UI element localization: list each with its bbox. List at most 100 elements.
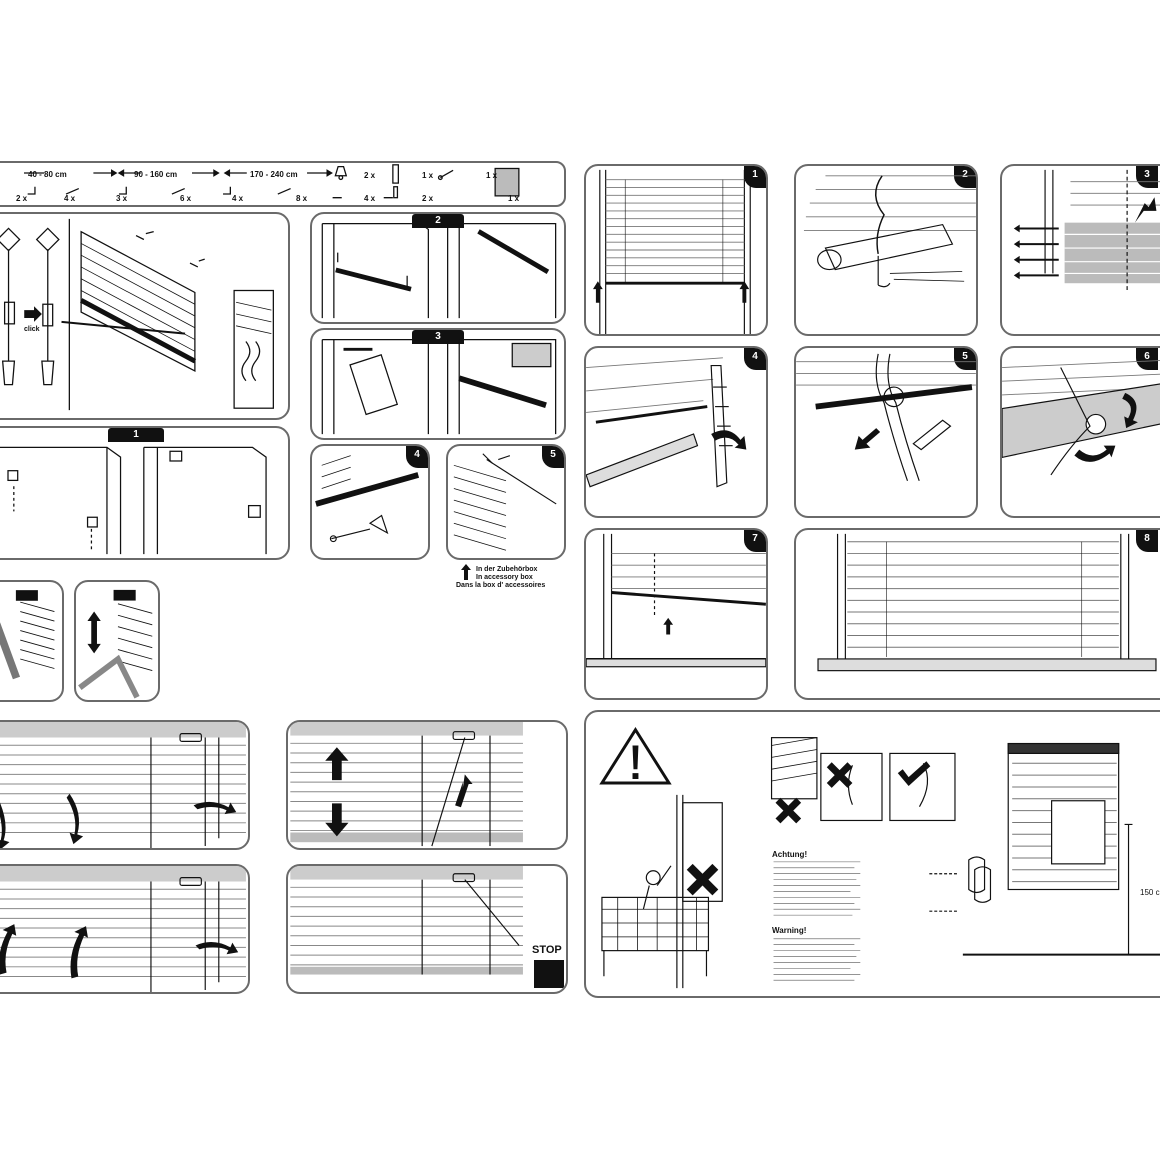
parts-icons <box>24 164 520 199</box>
tilt-close-panel <box>0 864 250 994</box>
step-4-tab: 4 <box>406 446 428 468</box>
r-step-2-illustration <box>803 175 976 288</box>
up-arrow-icon-left <box>592 281 603 303</box>
up-down-arrow-icon <box>87 611 101 654</box>
profile-wrong-illustration <box>0 590 55 680</box>
count-r2-6: 8 x <box>296 194 308 203</box>
r-step-8-illustration <box>817 533 1157 672</box>
step-4-mount-panel: 4 <box>310 444 430 560</box>
curved-arrow-icon-right-2 <box>195 942 239 955</box>
down-arrow-icon-large <box>325 803 349 837</box>
warning-triangle-icon <box>599 726 672 785</box>
tilt-open-panel <box>0 720 250 850</box>
r-step-4-panel: 4 <box>584 346 768 518</box>
warning-heading-en: Warning! <box>772 926 807 935</box>
profile-panel-right <box>74 580 160 702</box>
count-r2-2: 4 x <box>64 194 76 203</box>
cross-icon-box <box>826 762 853 788</box>
r-step-5-panel: 5 <box>794 346 978 518</box>
rotate-arrow-icon-2 <box>1074 445 1116 462</box>
profile-right-illustration <box>78 589 153 699</box>
r-step-7-illustration <box>586 533 766 668</box>
count-r2-8: 2 x <box>422 194 434 203</box>
curved-arrow-icon-step4 <box>711 430 747 450</box>
left-arrow-icon-1 <box>1013 224 1059 233</box>
step-3-tab: 3 <box>412 330 464 344</box>
rotate-arrow-icon-1 <box>1122 392 1138 429</box>
step-5-wand-illustration <box>453 453 557 551</box>
r-step-6-tab: 6 <box>1136 348 1158 370</box>
r-step-3-panel: 3 <box>1000 164 1160 336</box>
box-note-de: In der Zubehörbox <box>476 566 538 573</box>
up-arrow-icon-right <box>739 281 750 303</box>
step-1-tab: 1 <box>108 428 164 442</box>
r-step-7-tab: 7 <box>744 530 766 552</box>
up-right-arrow-icon <box>1134 197 1157 223</box>
stop-illustration <box>290 866 523 975</box>
size-range-medium: 90 - 160 cm <box>134 170 178 179</box>
r-step-1-panel: 1 <box>584 164 768 336</box>
left-arrow-icon-4 <box>1013 271 1059 280</box>
curved-arrow-icon-mid <box>66 793 84 845</box>
count-r2-7: 4 x <box>364 194 376 203</box>
count-r2-4: 6 x <box>180 194 192 203</box>
height-label: 150 c <box>1140 888 1160 897</box>
step-3-panel: 3 <box>310 328 566 440</box>
curved-up-arrow-icon-mid <box>70 926 88 979</box>
up-arrow-icon-step7 <box>663 617 674 635</box>
curved-up-arrow-icon-left <box>0 924 17 975</box>
step-5-tab: 5 <box>542 446 564 468</box>
r-step-1-tab: 1 <box>744 166 766 188</box>
left-arrow-icon-3 <box>1013 255 1059 264</box>
size-range-large: 170 - 240 cm <box>250 170 298 179</box>
count-wand: 1 x <box>486 171 498 180</box>
stop-square <box>534 960 564 988</box>
count-r2-1: 2 x <box>16 194 28 203</box>
r-step-5-illustration <box>796 353 976 482</box>
down-left-arrow-icon <box>854 428 881 450</box>
cross-icon-cord <box>775 797 802 824</box>
step-5-wand-panel: 5 <box>446 444 566 560</box>
r-step-6-illustration <box>1002 360 1160 476</box>
raise-lower-panel <box>286 720 568 850</box>
r-step-1-illustration <box>592 169 751 334</box>
stop-label: STOP <box>532 944 562 956</box>
box-note-en: In accessory box <box>476 574 533 581</box>
step-3-illustration <box>321 339 557 435</box>
parts-list-strip: 40 - 80 cm 90 - 160 cm 170 - 240 cm 2 x … <box>0 161 566 207</box>
step-1-illustration <box>0 446 267 555</box>
overview-illustration <box>0 218 274 411</box>
step-2-tab: 2 <box>412 214 464 228</box>
r-step-8-panel: 8 <box>794 528 1160 700</box>
tilt-close-illustration <box>0 866 246 992</box>
step-2-panel: 2 <box>310 212 566 324</box>
r-step-4-tab: 4 <box>744 348 766 370</box>
curved-arrow-icon-left <box>0 802 10 848</box>
accessory-box-note: In der Zubehörbox In accessory box Dans … <box>456 566 566 590</box>
step-2-illustration <box>321 223 557 319</box>
count-clip: 1 x <box>422 171 434 180</box>
r-step-4-illustration <box>586 357 747 488</box>
count-bracket: 2 x <box>364 171 376 180</box>
curved-arrow-icon-right <box>193 801 237 815</box>
r-step-5-tab: 5 <box>954 348 976 370</box>
tilt-open-illustration <box>0 722 246 848</box>
r-step-2-panel: 2 <box>794 164 978 336</box>
profile-panel-wrong <box>0 580 64 702</box>
check-icon <box>897 761 931 786</box>
step-1-bracket-panel: 1 <box>0 426 290 560</box>
safety-illustration <box>599 726 1160 989</box>
r-step-7-panel: 7 <box>584 528 768 700</box>
overview-panel: click <box>0 212 290 420</box>
step-4-mount-illustration <box>315 455 420 543</box>
r-step-6-panel: 6 <box>1000 346 1160 518</box>
r-step-3-illustration <box>1013 169 1160 293</box>
raise-lower-illustration <box>290 722 523 847</box>
click-label: click <box>24 326 40 333</box>
left-arrow-icon-2 <box>1013 240 1059 249</box>
size-range-small: 40 - 80 cm <box>28 170 67 179</box>
r-step-2-tab: 2 <box>954 166 976 188</box>
diagonal-arrow-icon <box>455 774 473 808</box>
exclamation-icon <box>632 745 639 780</box>
warning-heading-de: Achtung! <box>772 850 808 859</box>
